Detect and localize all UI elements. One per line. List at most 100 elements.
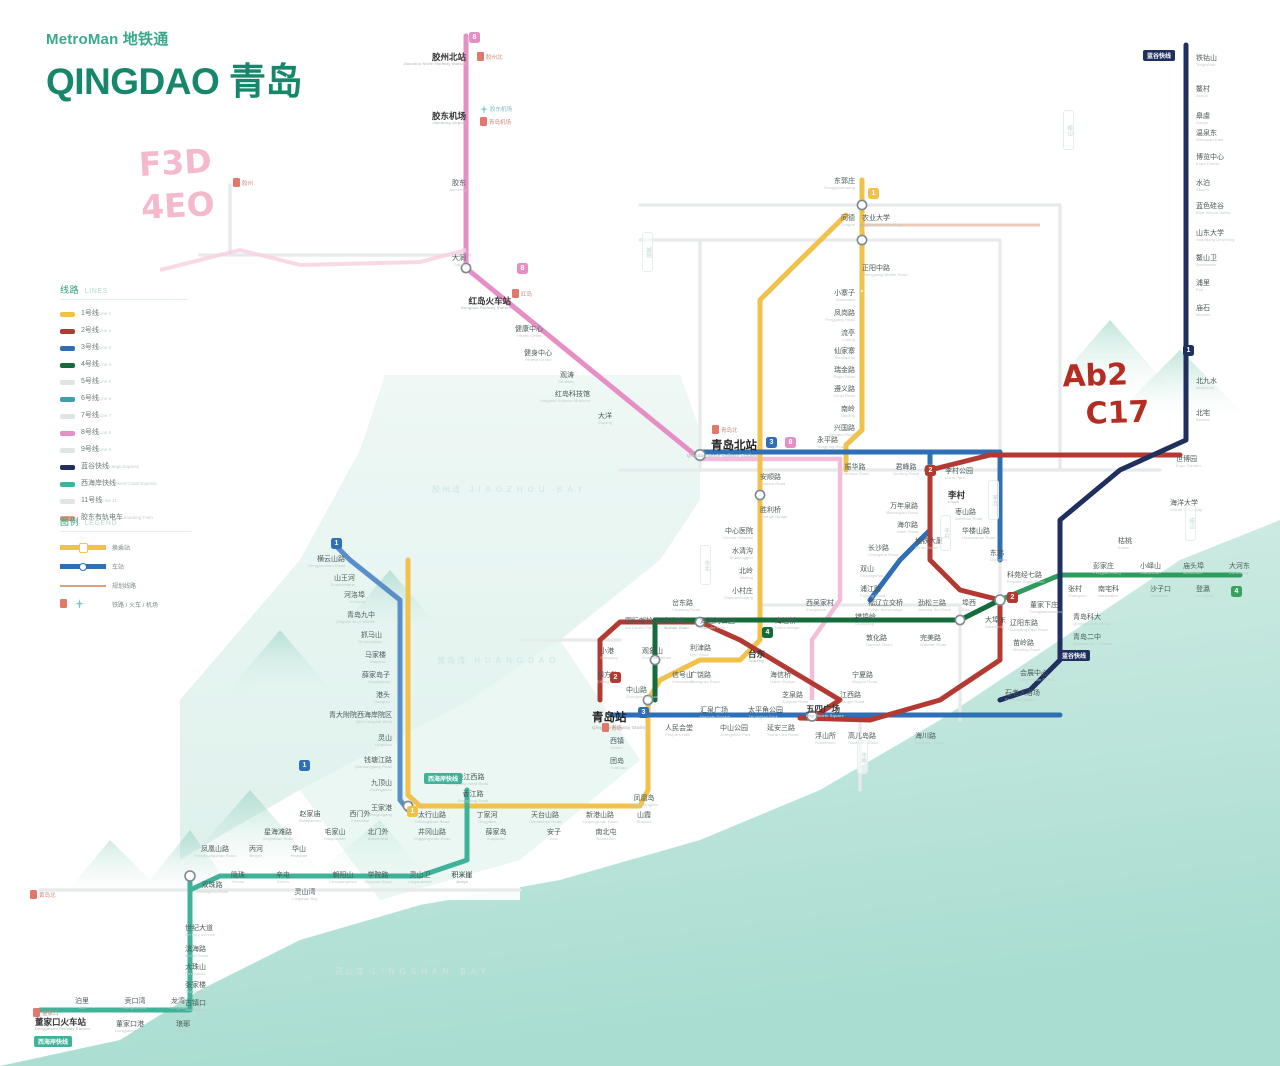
line-number-badge[interactable]: 1 (299, 760, 310, 771)
railway-transfer-tag[interactable]: 青岛机场 (480, 117, 511, 126)
line-name-pill[interactable]: 蓝谷快线 (1058, 650, 1091, 661)
legend-line-9[interactable]: 9号线Line 9 (60, 442, 188, 459)
line-number-badge[interactable]: 2 (610, 672, 621, 683)
legend-line-6[interactable]: 6号线Line 6 (60, 391, 188, 408)
line-number-badge[interactable]: 4 (1231, 586, 1242, 597)
line-number-badge[interactable]: 8 (517, 263, 528, 274)
legend-line-12[interactable]: 11号线Line 11 (60, 493, 188, 510)
railway-transfer-tag[interactable]: 青岛北 (712, 425, 738, 434)
legend-line-8[interactable]: 8号线Line 8 (60, 425, 188, 442)
line-number-badge[interactable]: 1 (407, 806, 418, 817)
line-name-pill[interactable]: 西海岸快线 (424, 773, 463, 784)
line-number-badge[interactable]: 1 (331, 538, 342, 549)
legend-line-7[interactable]: 7号线Line 7 (60, 408, 188, 425)
line-number-badge[interactable]: 8 (785, 437, 796, 448)
railway-transfer-tag[interactable]: 青岛 (602, 723, 622, 732)
railway-transfer-tag[interactable]: 胶州 (233, 178, 253, 187)
legend-line-13[interactable]: 胶东有轨电车Jiaodong Tram (60, 510, 188, 527)
